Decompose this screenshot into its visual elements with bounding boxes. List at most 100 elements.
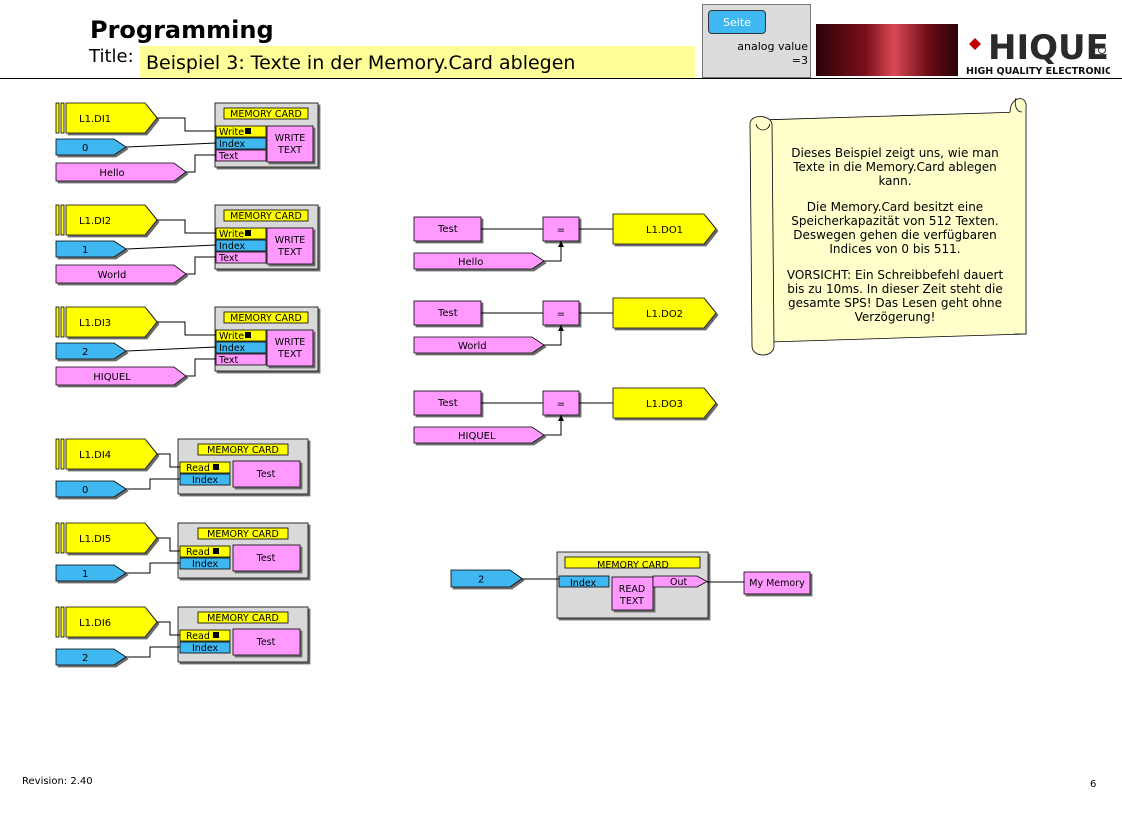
signal-shape xyxy=(65,204,158,236)
tag-label: 0 xyxy=(82,143,88,154)
connection-wire xyxy=(126,478,180,490)
signal-label: L1.DI4 xyxy=(79,450,111,461)
index-pin-label: Index xyxy=(192,643,219,654)
connection-wire xyxy=(186,358,216,377)
tag-label: World xyxy=(458,341,487,352)
note-text: Dieses Beispiel zeigt uns, wie man Texte… xyxy=(780,146,1010,336)
compare-operator-label: = xyxy=(557,309,565,320)
note-scroll xyxy=(749,97,1027,356)
signal-bar xyxy=(60,102,65,134)
wire-arrow xyxy=(558,241,564,247)
reference-text-constant[interactable]: Hello xyxy=(413,252,545,270)
connection-wire xyxy=(125,244,217,250)
brand-banner-image xyxy=(816,24,958,76)
connection-wire xyxy=(544,325,562,346)
page-heading: Programming xyxy=(90,16,274,44)
index-constant[interactable]: 2 xyxy=(450,569,523,588)
read-text-body xyxy=(611,576,654,611)
block-body-label: WRITE xyxy=(275,133,306,144)
connection-wire xyxy=(157,321,216,336)
memory-output-label: My Memory xyxy=(749,578,805,589)
tag-label: HIQUEL xyxy=(93,372,131,383)
signal-bar xyxy=(60,522,65,554)
reference-text-constant[interactable]: World xyxy=(413,336,545,354)
text-constant[interactable]: HIQUEL xyxy=(55,366,187,386)
tag-shape xyxy=(55,366,187,386)
digital-input-signal[interactable]: L1.DI1 xyxy=(55,102,158,134)
text-pin-label: Text xyxy=(218,253,238,264)
signal-shape xyxy=(65,102,158,134)
block-body-label: TEXT xyxy=(277,349,302,360)
compare-operator-label: = xyxy=(557,399,565,410)
note-curl xyxy=(755,123,771,131)
connection-wire xyxy=(186,256,216,275)
index-constant[interactable]: 1 xyxy=(55,240,127,258)
digital-input-signal[interactable]: L1.DI4 xyxy=(55,438,158,470)
text-constant[interactable]: World xyxy=(55,264,187,284)
out-pin xyxy=(652,575,708,588)
block-header xyxy=(197,527,289,540)
compare-operator-label: = xyxy=(557,225,565,236)
connection-wire xyxy=(157,453,180,468)
block-header xyxy=(197,443,289,456)
index-pin-label: Index xyxy=(192,559,219,570)
digital-output-signal[interactable]: L1.DO1 xyxy=(612,213,717,245)
signal-bar xyxy=(60,606,65,638)
tag-label: 2 xyxy=(82,347,88,358)
block-body-label: TEXT xyxy=(277,145,302,156)
block-body-label: WRITE xyxy=(275,235,306,246)
pin-marker xyxy=(213,632,219,638)
index-constant[interactable]: 2 xyxy=(55,342,127,360)
connection-wire xyxy=(544,241,562,262)
write-pin-label: Write xyxy=(219,229,244,240)
index-constant[interactable]: 0 xyxy=(55,138,127,156)
text-constant[interactable]: Hello xyxy=(55,162,187,182)
tag-shape xyxy=(55,264,187,284)
tag-label: Hello xyxy=(99,168,124,179)
write-text-body xyxy=(266,227,314,265)
wire-arrow xyxy=(558,415,564,421)
text-pin-label: Text xyxy=(218,151,238,162)
block-header-label: MEMORY CARD xyxy=(207,445,279,456)
block-body-label: TEXT xyxy=(619,596,644,607)
tag-shape xyxy=(55,648,127,666)
out-pin-label: Out xyxy=(670,577,687,588)
block-header xyxy=(197,611,289,624)
digital-input-signal[interactable]: L1.DI6 xyxy=(55,606,158,638)
block-body-label: READ xyxy=(619,584,645,595)
signal-bar xyxy=(60,306,65,338)
digital-input-signal[interactable]: L1.DI5 xyxy=(55,522,158,554)
index-pin-label: Index xyxy=(570,578,597,589)
test-input-label: Test xyxy=(437,398,458,409)
analog-value-readout: analog value =3 xyxy=(712,40,808,68)
signal-label: L1.DO3 xyxy=(646,399,683,410)
block-header xyxy=(223,311,309,324)
signal-label: L1.DI2 xyxy=(79,216,111,227)
connection-wire xyxy=(126,646,180,658)
seite-button[interactable]: Seite xyxy=(708,10,766,34)
tag-label: HIQUEL xyxy=(458,431,496,442)
test-input-tag xyxy=(413,300,482,326)
title-field[interactable]: Beispiel 3: Texte in der Memory.Card abl… xyxy=(140,46,695,78)
index-constant[interactable]: 1 xyxy=(55,564,127,582)
note-curl xyxy=(1014,97,1023,113)
signal-shape xyxy=(65,522,158,554)
text-output-pin xyxy=(232,544,301,572)
index-constant[interactable]: 2 xyxy=(55,648,127,666)
index-constant[interactable]: 0 xyxy=(55,480,127,498)
tag-label: 1 xyxy=(82,245,88,256)
digital-input-signal[interactable]: L1.DI3 xyxy=(55,306,158,338)
digital-output-signal[interactable]: L1.DO2 xyxy=(612,297,717,329)
reference-text-constant[interactable]: HIQUEL xyxy=(413,426,545,444)
connection-wire xyxy=(544,415,562,436)
tag-shape xyxy=(55,138,127,156)
signal-shape xyxy=(612,387,717,419)
note-paragraph-2: Die Memory.Card besitzt eine Speicherkap… xyxy=(791,200,999,256)
digital-output-signal[interactable]: L1.DO3 xyxy=(612,387,717,419)
digital-input-signal[interactable]: L1.DI2 xyxy=(55,204,158,236)
tag-shape xyxy=(55,342,127,360)
